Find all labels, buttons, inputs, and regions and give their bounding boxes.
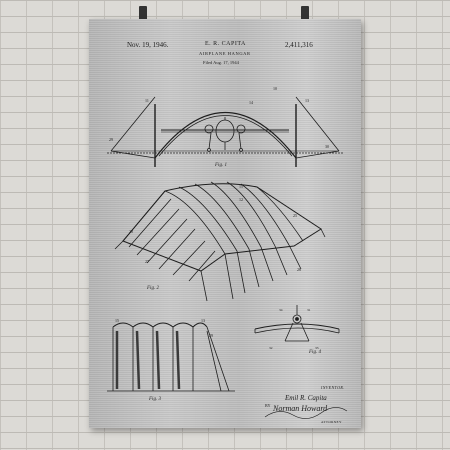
svg-text:33: 33 [315,346,319,350]
svg-text:34: 34 [279,308,283,312]
figure-2-hangar-perspective: 15 12 25 28 27 26 [114,181,326,302]
poster-clip-left [139,6,147,26]
patent-inventor-header: E. R. CAPITA [205,41,246,47]
figure-3-side-elevation: 15 13 29 [107,318,235,392]
figure-4-detail: 34 31 32 33 [254,305,340,350]
svg-text:14: 14 [249,100,253,105]
svg-text:27: 27 [145,259,149,264]
svg-text:15: 15 [115,318,119,323]
figure-1-hangar-section: 11 10 14 13 29 30 [107,86,343,167]
patent-drawings: 11 10 14 13 29 30 Fig. 1 [107,86,348,419]
attorney-label: ATTORNEY [321,420,342,424]
patent-poster: Nov. 19, 1946. E. R. CAPITA 2,411,316 AI… [89,19,361,428]
figure-3-label: Fig. 3 [148,397,161,402]
attorney-signature: Norman Howard [273,404,328,413]
svg-text:29: 29 [209,333,213,338]
patent-date: Nov. 19, 1946. [127,41,169,49]
inventor-signature: Emil R. Capita [285,394,327,402]
svg-text:11: 11 [145,98,149,103]
svg-text:28: 28 [129,229,133,234]
svg-text:30: 30 [325,144,329,149]
svg-text:25: 25 [293,213,297,218]
svg-text:29: 29 [109,137,113,142]
by-label: BY [265,403,271,408]
figure-1-label: Fig. 1 [214,163,227,168]
svg-text:13: 13 [305,98,309,103]
svg-text:26: 26 [297,267,301,272]
svg-text:15: 15 [239,184,243,189]
inventor-label: INVENTOR. [321,385,345,390]
svg-text:31: 31 [307,308,311,312]
svg-text:10: 10 [273,86,277,91]
patent-number: 2,411,316 [285,41,313,49]
svg-text:13: 13 [201,318,205,323]
svg-text:32: 32 [269,346,273,350]
svg-text:12: 12 [239,197,243,202]
brushed-metal-texture [89,19,361,428]
poster-clip-right [301,6,309,26]
figure-4-label: Fig. 4 [308,350,321,355]
patent-filed: Filed Aug. 17, 1944 [203,60,239,65]
figure-2-label: Fig. 2 [146,286,159,291]
patent-title: AIRPLANE HANGAR [199,51,251,56]
